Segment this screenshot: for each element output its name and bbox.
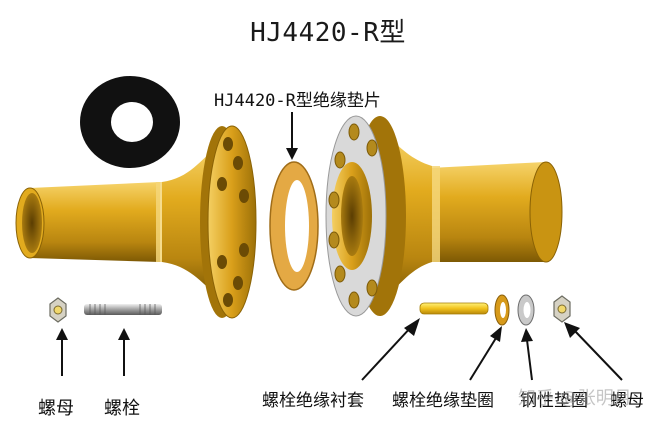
right-nut xyxy=(553,295,571,323)
callout-insulating-washer-label: 螺栓绝缘垫圈 xyxy=(392,391,494,411)
bolt-insulating-washer xyxy=(494,294,510,326)
arrow-gasket xyxy=(286,112,298,160)
callout-sleeve-label: 螺栓绝缘衬套 xyxy=(262,391,364,411)
arrow-bolt xyxy=(118,328,130,376)
arrow-sleeve xyxy=(361,318,420,381)
callout-nut-right-label: 螺母 xyxy=(610,391,644,411)
arrow-nut-left xyxy=(56,328,68,376)
callout-steel-washer-label: 钢性垫圈 xyxy=(520,391,588,411)
callout-nut-left-label: 螺母 xyxy=(38,398,74,419)
callout-arrows xyxy=(56,112,623,381)
left-nut xyxy=(49,297,67,323)
bolt xyxy=(84,304,162,315)
arrow-insulating-washer xyxy=(469,326,502,381)
bolt-insulating-sleeve xyxy=(419,302,489,315)
arrow-steel-washer xyxy=(521,328,533,381)
steel-washer xyxy=(517,294,535,326)
left-flange xyxy=(15,125,257,319)
arrow-nut-right xyxy=(564,322,623,381)
callout-bolt-label: 螺栓 xyxy=(104,398,140,419)
page-title: HJ4420-R型 xyxy=(250,18,406,48)
rubber-gasket-ring xyxy=(80,76,180,168)
right-flange xyxy=(325,115,563,317)
callout-gasket-label: HJ4420-R型绝缘垫片 xyxy=(214,91,381,111)
watermark: 知乎 @张明月 xyxy=(518,388,632,409)
insulating-gasket xyxy=(269,161,319,291)
